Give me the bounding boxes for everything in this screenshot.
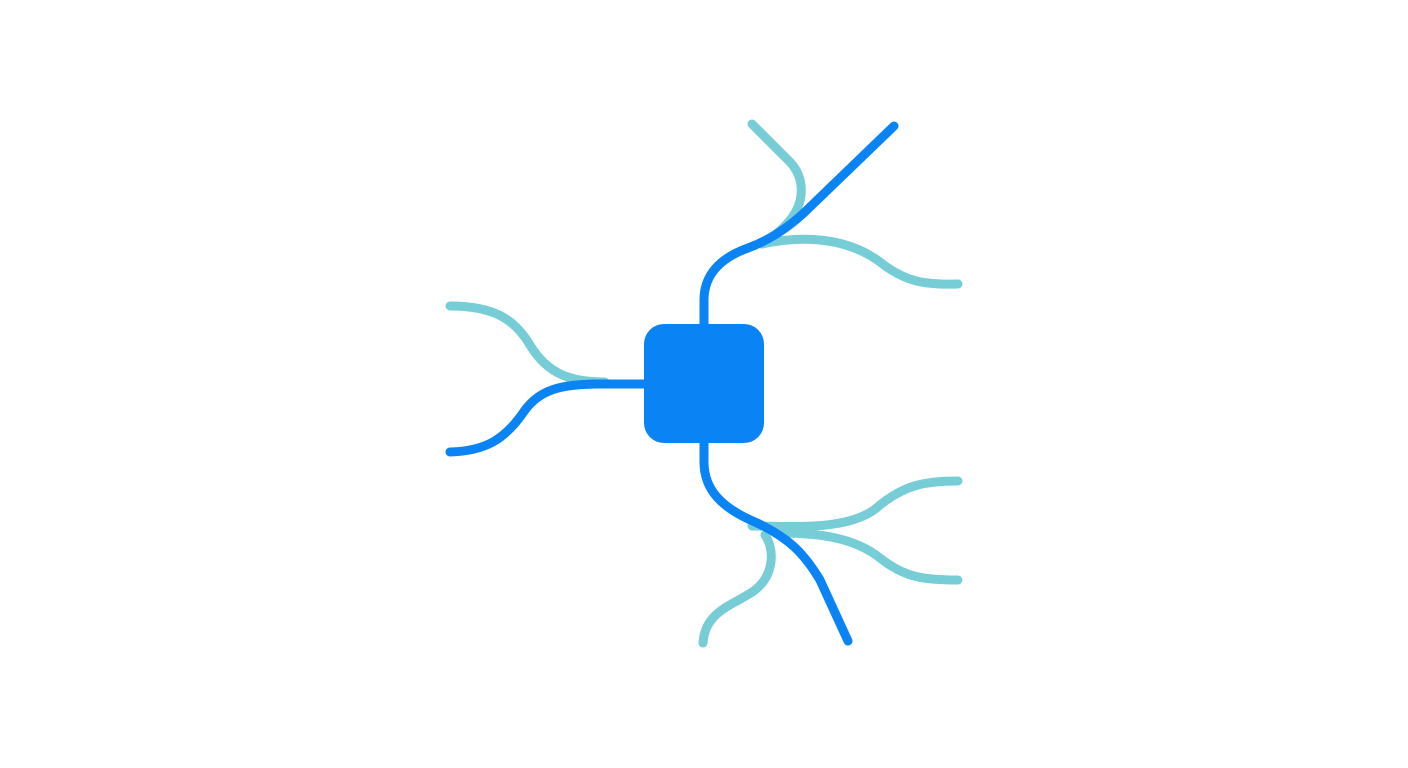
branch-top-primary <box>699 121 899 330</box>
branch-bottom-primary <box>699 438 853 646</box>
branch-top-right-secondary <box>757 234 963 289</box>
branch-left-primary <box>445 379 650 457</box>
branch-right-upper-secondary <box>747 476 963 532</box>
branch-left-upper-secondary <box>445 301 610 387</box>
secondary-branches <box>445 119 963 648</box>
branch-bottom-left-secondary <box>698 530 776 648</box>
branch-right-lower-secondary <box>775 528 963 585</box>
central-square-node <box>644 324 764 443</box>
primary-branches <box>445 121 899 646</box>
